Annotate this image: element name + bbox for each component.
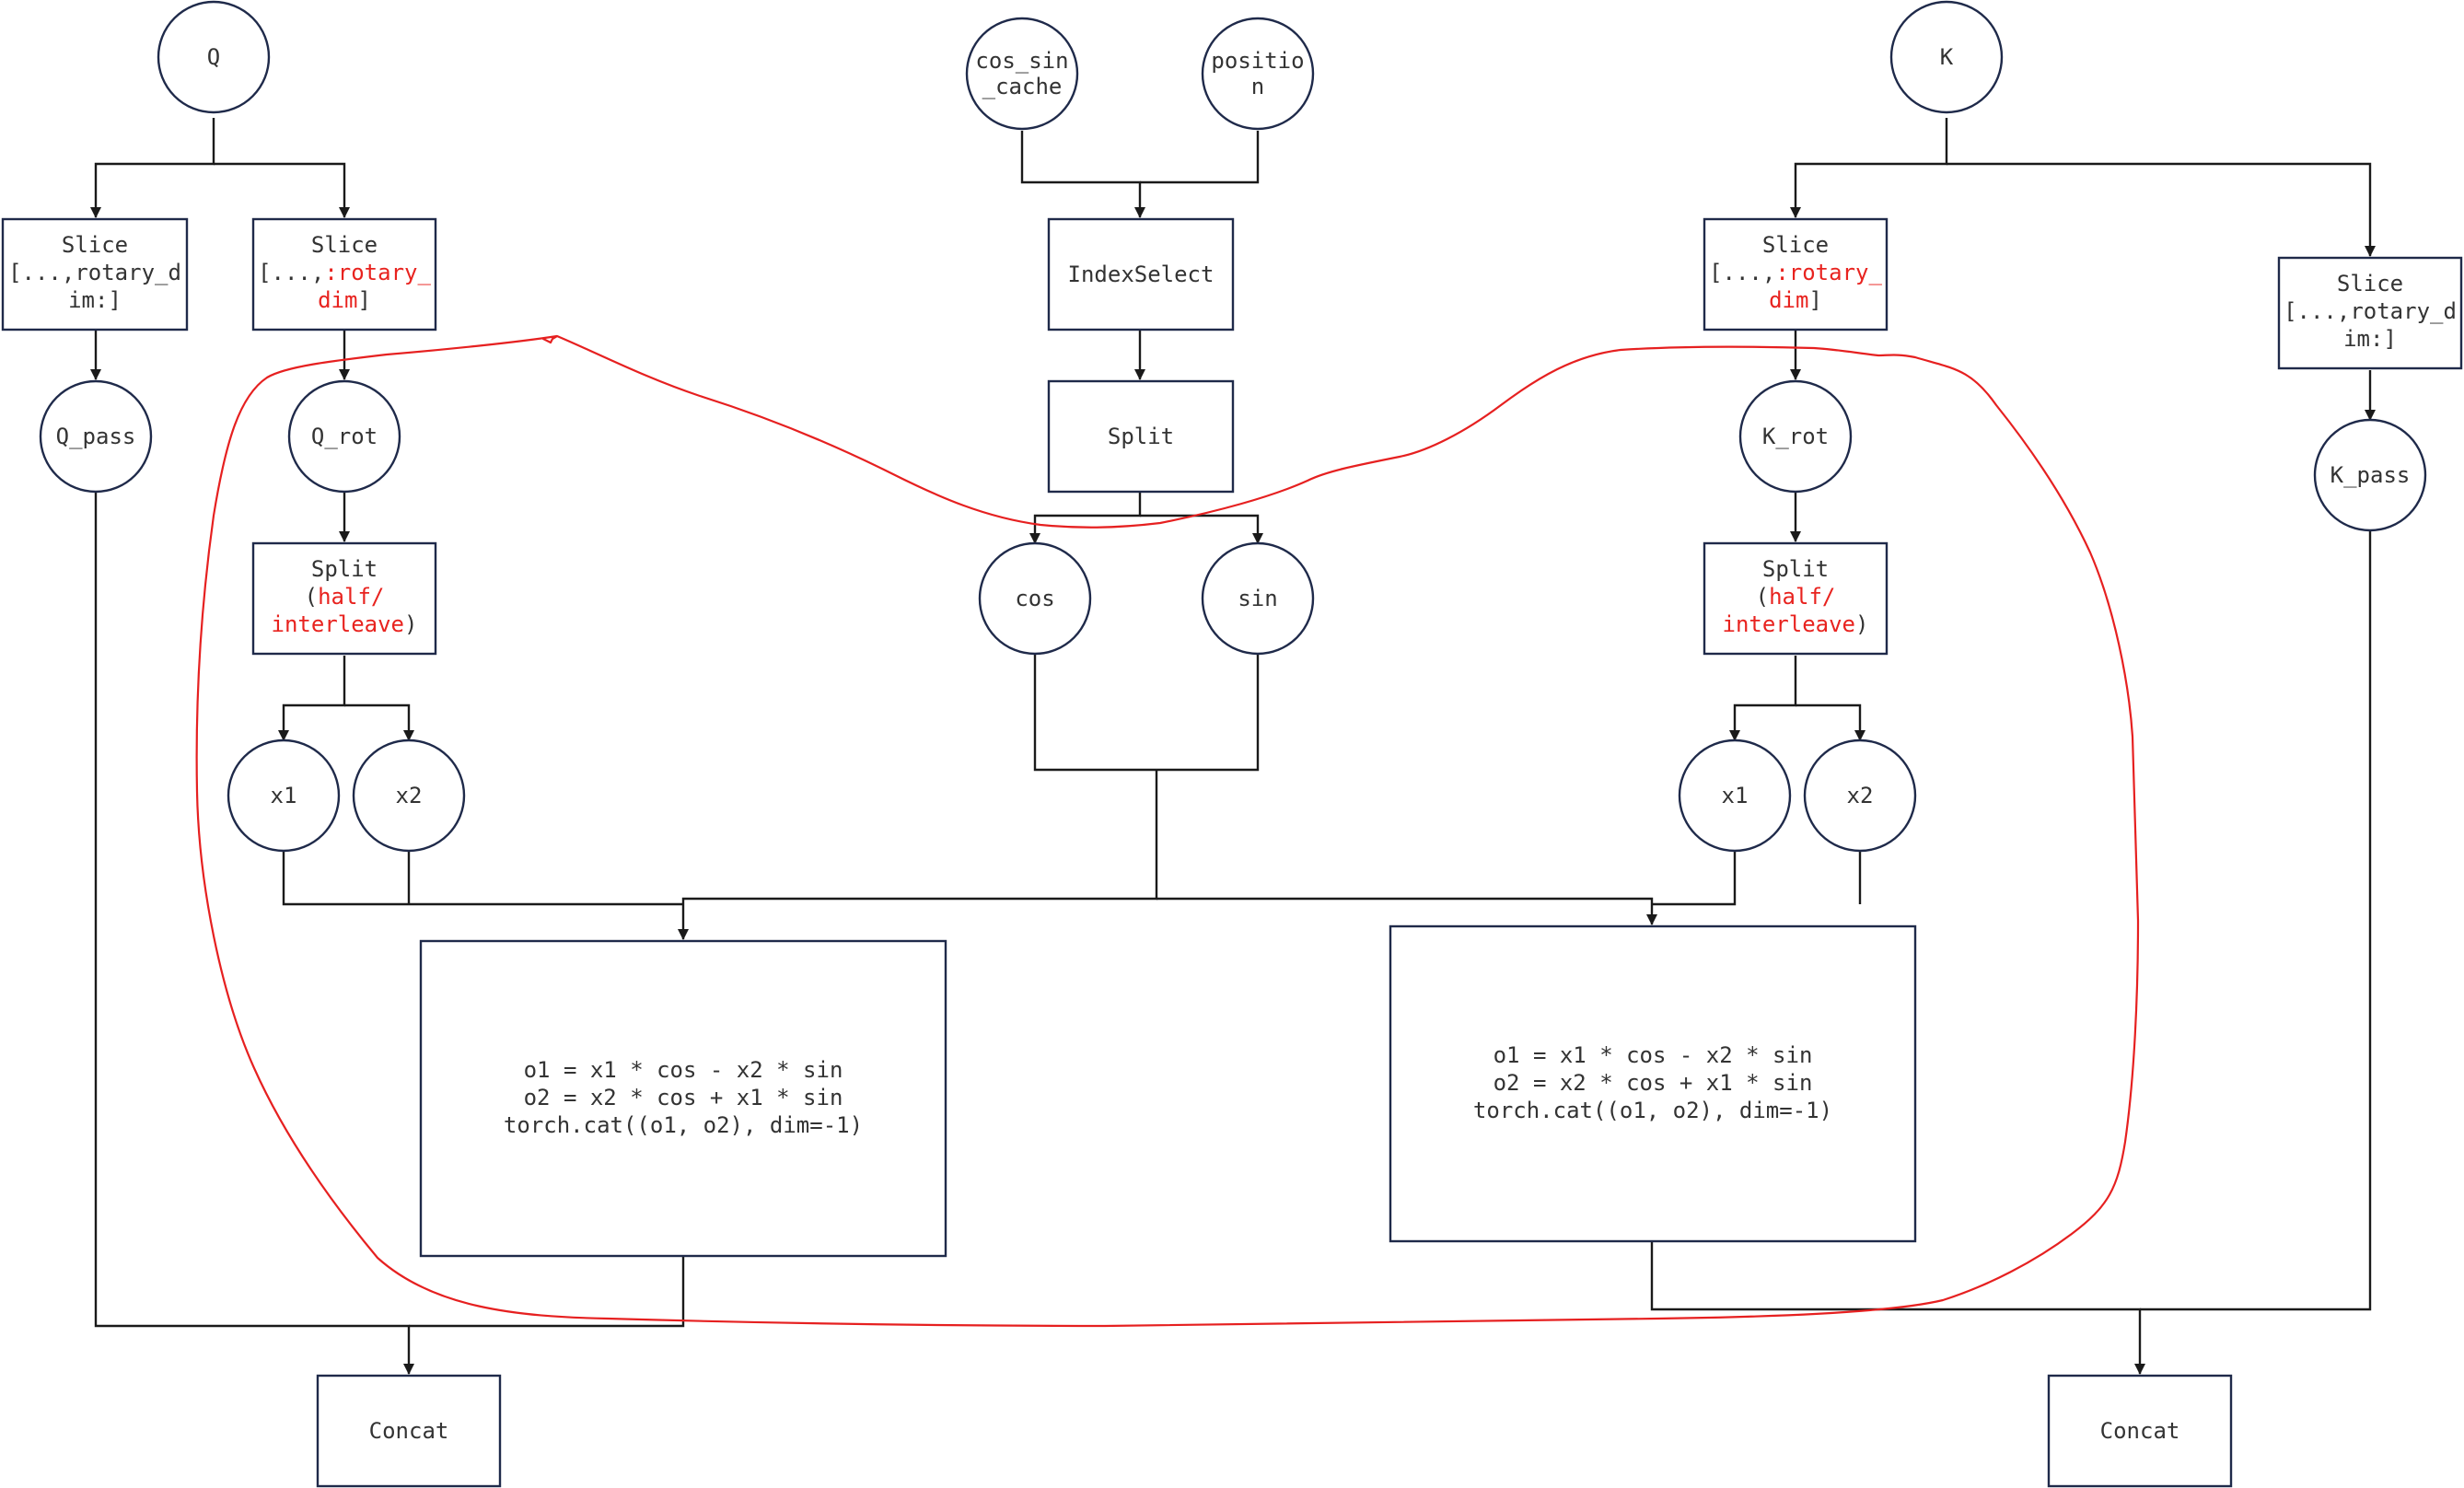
edges: [90, 118, 2376, 1375]
edge-k-formula-to-concat: [1650, 1241, 2145, 1375]
svg-text:Concat: Concat: [2100, 1418, 2180, 1444]
node-k-split: Split (half/ interleave): [1703, 541, 1889, 656]
svg-text:cos_sin: cos_sin: [975, 48, 1068, 74]
edge-cache-to-indexselect: [1020, 131, 1145, 218]
svg-text:o1 = x1 * cos - x2 * sin: o1 = x1 * cos - x2 * sin: [1494, 1042, 1813, 1068]
node-q-split: Split (half/ interleave): [251, 541, 437, 656]
svg-text:K: K: [1940, 44, 1954, 70]
svg-text:positio: positio: [1211, 48, 1304, 74]
svg-text:Q: Q: [207, 44, 220, 70]
svg-text:torch.cat((o1, o2), dim=-1): torch.cat((o1, o2), dim=-1): [504, 1112, 863, 1138]
svg-text:Split: Split: [1108, 424, 1174, 449]
edge-k-x1-to-formula: [1652, 851, 1737, 906]
svg-text:dim]: dim]: [1769, 287, 1822, 313]
node-q-slice-pass: Slice [...,rotary_d im:]: [1, 217, 189, 331]
svg-text:x2: x2: [1847, 783, 1874, 808]
node-sin: sin: [1201, 541, 1315, 656]
svg-text:[...,:rotary_: [...,:rotary_: [258, 260, 431, 285]
svg-text:im:]: im:]: [2343, 326, 2397, 352]
node-k-x1: x1: [1678, 738, 1792, 853]
node-q-slice-rot: Slice [...,:rotary_ dim]: [251, 217, 437, 331]
svg-text:Slice: Slice: [62, 232, 128, 258]
svg-text:x2: x2: [396, 783, 423, 808]
svg-text:o2 = x2 * cos + x1 * sin: o2 = x2 * cos + x1 * sin: [1494, 1070, 1813, 1096]
svg-text:sin: sin: [1238, 586, 1277, 611]
red-freehand-annotation: [195, 334, 2140, 1328]
svg-text:(half/: (half/: [305, 584, 385, 610]
svg-text:_cache: _cache: [982, 74, 1063, 99]
edge-k-to-slice-pass: [1947, 162, 2376, 257]
svg-text:torch.cat((o1, o2), dim=-1): torch.cat((o1, o2), dim=-1): [1473, 1098, 1832, 1123]
node-k-pass: K_pass: [2313, 418, 2427, 532]
node-k-rot: K_rot: [1738, 379, 1853, 494]
edge-split-to-sin: [1140, 514, 1263, 544]
edge-split-to-cos: [1029, 492, 1142, 544]
node-q-rot: Q_rot: [287, 379, 401, 494]
edge-q-to-slice-pass: [90, 118, 215, 218]
svg-text:interleave): interleave): [272, 611, 418, 637]
node-k-slice-rot: Slice [...,:rotary_ dim]: [1703, 217, 1889, 331]
edge-k-split-to-x1: [1729, 656, 1797, 741]
svg-text:[...,:rotary_: [...,:rotary_: [1709, 260, 1882, 285]
svg-text:n: n: [1251, 74, 1264, 99]
edge-k-pass-to-concat: [2140, 530, 2372, 1311]
svg-text:interleave): interleave): [1723, 611, 1869, 637]
edge-q-split-to-x1: [278, 656, 346, 741]
edge-q-formula-to-concat: [409, 1256, 685, 1328]
node-q-concat: Concat: [316, 1374, 502, 1488]
node-k: K: [1889, 0, 2004, 114]
svg-text:Q_rot: Q_rot: [311, 424, 378, 449]
svg-text:[...,rotary_d: [...,rotary_d: [8, 260, 181, 285]
node-q: Q: [157, 0, 271, 114]
edge-q-to-slice-rot: [214, 162, 350, 218]
svg-text:Q_pass: Q_pass: [56, 424, 136, 449]
edge-k-split-to-x2: [1796, 703, 1865, 741]
svg-text:Slice: Slice: [311, 232, 378, 258]
svg-text:(half/: (half/: [1756, 584, 1836, 610]
node-k-formula: o1 = x1 * cos - x2 * sin o2 = x2 * cos +…: [1389, 924, 1917, 1243]
svg-text:x1: x1: [1722, 783, 1749, 808]
edge-k-to-slice-rot: [1790, 118, 1948, 218]
node-q-pass: Q_pass: [39, 379, 153, 494]
svg-text:K_rot: K_rot: [1762, 424, 1829, 449]
svg-text:dim]: dim]: [318, 287, 371, 313]
svg-text:K_pass: K_pass: [2330, 462, 2411, 488]
edge-q-pass-to-concat: [94, 492, 414, 1375]
svg-text:Slice: Slice: [1762, 232, 1829, 258]
node-index-select: IndexSelect: [1047, 217, 1235, 331]
edge-q-split-to-x2: [344, 703, 414, 741]
edge-cossin-to-q-formula: [678, 770, 1158, 940]
node-k-slice-pass: Slice [...,rotary_d im:]: [2277, 256, 2463, 370]
edge-position-to-indexselect: [1140, 131, 1260, 184]
edge-cos-sin-join: [1033, 654, 1260, 772]
node-cos-sin-cache: cos_sin _cache: [965, 17, 1079, 131]
svg-text:Split: Split: [1762, 556, 1829, 582]
svg-text:im:]: im:]: [68, 287, 122, 313]
svg-text:Slice: Slice: [2337, 271, 2403, 296]
svg-text:o2 = x2 * cos + x1 * sin: o2 = x2 * cos + x1 * sin: [524, 1085, 843, 1110]
svg-text:[...,rotary_d: [...,rotary_d: [2284, 298, 2457, 324]
node-split-cos-sin: Split: [1047, 379, 1235, 494]
node-position: positio n: [1201, 17, 1315, 131]
node-k-x2: x2: [1803, 738, 1917, 853]
svg-text:IndexSelect: IndexSelect: [1068, 262, 1215, 287]
svg-text:Concat: Concat: [369, 1418, 449, 1444]
node-q-x2: x2: [352, 738, 466, 853]
node-k-concat: Concat: [2047, 1374, 2233, 1488]
edge-cossin-to-k-formula: [1156, 897, 1657, 925]
svg-text:o1 = x1 * cos - x2 * sin: o1 = x1 * cos - x2 * sin: [524, 1057, 843, 1083]
node-cos: cos: [978, 541, 1092, 656]
node-q-x1: x1: [227, 738, 341, 853]
edge-q-x1-to-formula: [282, 851, 683, 906]
svg-text:x1: x1: [271, 783, 297, 808]
svg-text:cos: cos: [1015, 586, 1054, 611]
svg-text:Split: Split: [311, 556, 378, 582]
node-q-formula: o1 = x1 * cos - x2 * sin o2 = x2 * cos +…: [419, 939, 947, 1258]
